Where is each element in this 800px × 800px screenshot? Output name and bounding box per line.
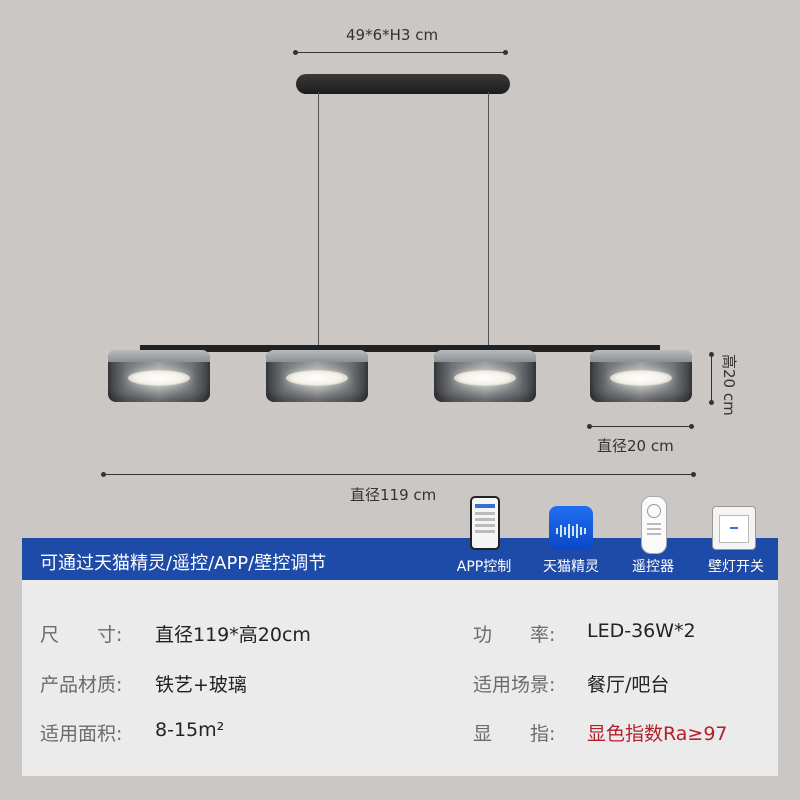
light-glow [128, 370, 190, 386]
control-banner [22, 538, 436, 580]
lamp-shade [108, 350, 210, 402]
light-glow [610, 370, 672, 386]
spec-value-highlight: 显色指数Ra≥97 [587, 723, 728, 745]
control-label: 天猫精灵 [543, 559, 599, 575]
shade-diameter-label: 直径20 cm [597, 437, 674, 455]
spec-key: 显 指: [473, 723, 556, 745]
dimension-dot [101, 472, 106, 477]
height-dimension-line [711, 354, 712, 404]
wall-switch-icon [712, 506, 756, 550]
spec-value: 铁艺+玻璃 [155, 674, 247, 696]
suspension-wire [488, 92, 489, 346]
dimension-dot [691, 472, 696, 477]
spec-value: 餐厅/吧台 [587, 674, 670, 696]
total-dimension-line [104, 474, 694, 475]
spec-key: 尺 寸: [40, 624, 123, 646]
lamp-arm [140, 345, 660, 352]
shade-dimension-line [590, 426, 692, 427]
ceiling-canopy [296, 74, 510, 94]
spec-key: 适用面积: [40, 723, 123, 745]
canopy-dimension-line [296, 52, 506, 53]
dimension-dot [709, 400, 714, 405]
spec-value: LED-36W*2 [587, 620, 696, 642]
smartphone-app-icon [470, 496, 500, 550]
total-diameter-label: 直径119 cm [350, 486, 437, 504]
spec-value: 直径119*高20cm [155, 624, 311, 646]
dimension-dot [293, 50, 298, 55]
control-label: 壁灯开关 [708, 559, 764, 575]
spec-key: 功 率: [473, 624, 556, 646]
light-glow [454, 370, 516, 386]
dimension-dot [689, 424, 694, 429]
suspension-wire [318, 92, 319, 346]
height-label: 高20 cm [720, 354, 738, 416]
dimension-dot [587, 424, 592, 429]
spec-panel [22, 580, 778, 776]
banner-text: 可通过天猫精灵/遥控/APP/壁控调节 [40, 553, 327, 574]
remote-control-icon [641, 496, 667, 554]
spec-value: 8-15m² [155, 719, 225, 741]
spec-key: 适用场景: [473, 674, 556, 696]
dimension-dot [709, 352, 714, 357]
spec-key: 产品材质: [40, 674, 123, 696]
canopy-size-label: 49*6*H3 cm [346, 26, 439, 44]
control-label: 遥控器 [632, 559, 674, 575]
dimension-dot [503, 50, 508, 55]
lamp-shade [434, 350, 536, 402]
tmall-genie-icon [549, 506, 593, 550]
control-label: APP控制 [456, 559, 512, 575]
lamp-shade [266, 350, 368, 402]
lamp-shade [590, 350, 692, 402]
light-glow [286, 370, 348, 386]
